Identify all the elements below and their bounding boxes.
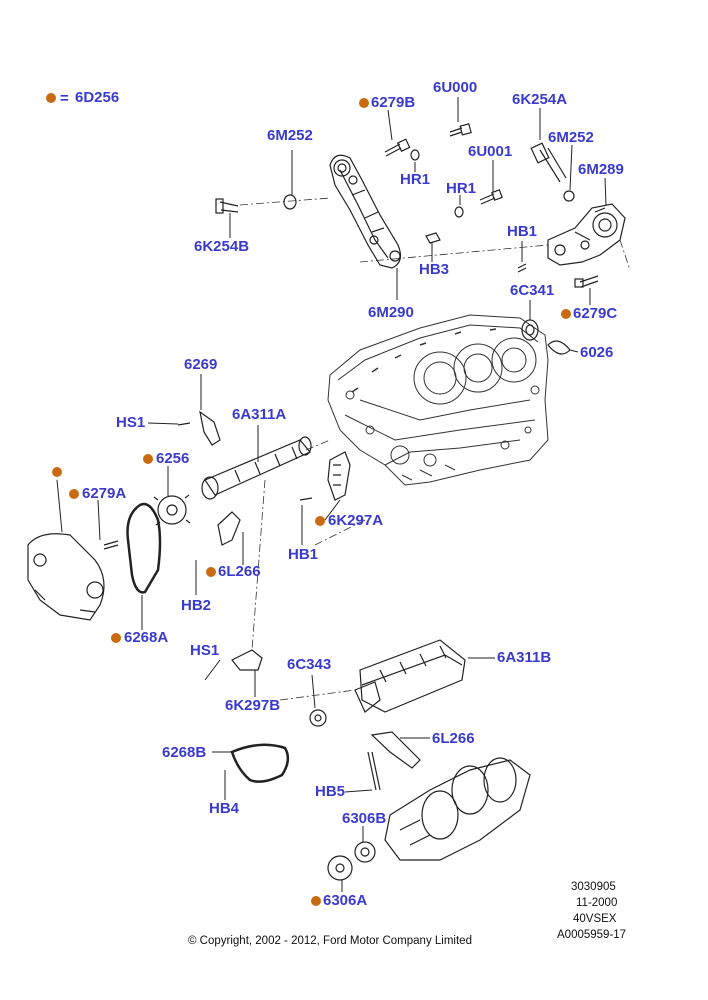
engine-block [327,314,549,486]
crankshaft [384,757,531,861]
leader-lines [56,97,607,892]
chain-6268B [230,743,290,783]
label-6279C: 6279C [573,305,618,322]
upper-bracket-6M290 [329,154,402,269]
guide-6L266-lower [370,731,421,769]
label-6L266-lower: 6L266 [432,730,475,747]
label-6K297B: 6K297B [225,697,281,714]
drawing-ref: A0005959-17 [557,929,627,941]
legend-part: 6D256 [75,89,120,106]
marker-6306A [311,896,321,906]
label-6K297A: 6K297A [328,512,384,529]
marker-6256 [143,454,153,464]
label-6A311B: 6A311B [497,649,552,666]
label-6M289: 6M289 [578,161,624,178]
marker-6279B [359,98,369,108]
label-6306A: 6306A [323,892,368,909]
label-HR1-upper: HR1 [400,171,431,188]
label-6026: 6026 [580,344,614,361]
label-HS1-lower: HS1 [190,642,220,659]
marker-cover [52,467,62,477]
label-6K254B: 6K254B [194,238,250,255]
label-6M252-left: 6M252 [267,127,313,144]
tensioner-6K297B [231,649,263,671]
copyright: © Copyright, 2002 - 2012, Ford Motor Com… [188,935,472,947]
drawing-model: 40VSEX [573,913,617,925]
label-6U000: 6U000 [433,79,478,96]
label-6269: 6269 [184,356,218,373]
label-6279B: 6279B [371,94,416,111]
label-6279A: 6279A [82,485,127,502]
camshaft-6A311A [201,436,312,500]
sprocket-6306A [327,855,353,881]
alignment-lines [239,197,631,701]
label-HB1-lower: HB1 [288,546,319,563]
marker-6268A [111,633,121,643]
label-6K254A: 6K254A [512,91,568,108]
label-6268A: 6268A [124,629,169,646]
sprocket-6C343 [309,709,327,727]
marker-6L266 [206,567,216,577]
label-6L266-upper: 6L266 [218,563,261,580]
label-HR1-lower: HR1 [446,180,477,197]
legend-equals: = [60,90,69,107]
tensioner-6K297A [327,451,351,501]
label-HS1-upper: HS1 [116,414,146,431]
label-HB2: HB2 [181,597,212,614]
label-6C341: 6C341 [510,282,555,299]
label-6C343: 6C343 [287,656,332,673]
bracket-6M289 [547,203,626,266]
camshaft-housing-6A311B [354,639,466,713]
label-HB1-upper: HB1 [507,223,538,240]
label-HB5: HB5 [315,783,346,800]
label-6M290: 6M290 [368,304,414,321]
label-6268B: 6268B [162,744,207,761]
marker-6279C [561,309,571,319]
label-6A311A: 6A311A [232,406,287,423]
label-6256: 6256 [156,450,190,467]
drawing-date: 11-2000 [576,897,618,909]
label-6U001: 6U001 [468,143,513,160]
sprocket-6256 [153,494,191,526]
marker-6K297A [315,516,325,526]
label-HB3: HB3 [419,261,450,278]
upper-fasteners [215,123,599,355]
marker-6279A [69,489,79,499]
label-6306B: 6306B [342,810,387,827]
chain-6268A [126,502,162,594]
drawing-code: 3030905 [571,881,616,893]
label-HB4: HB4 [209,800,240,817]
legend-marker [46,93,56,103]
guide-6L266-upper [217,511,241,546]
sprocket-6306B [354,841,376,863]
label-6M252-right: 6M252 [548,129,594,146]
timing-cover [27,533,105,621]
guide-6269 [199,410,221,446]
